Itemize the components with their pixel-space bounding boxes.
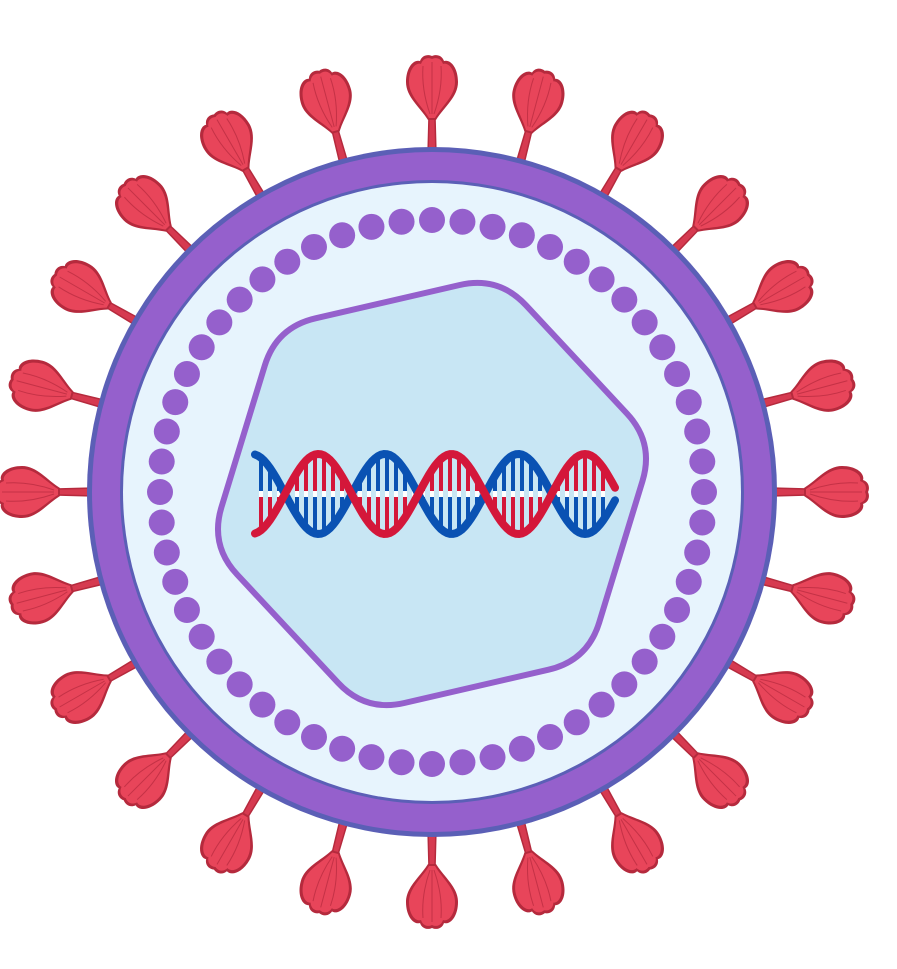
spike-protein-icon <box>406 791 458 929</box>
spike-protein-icon <box>50 636 176 724</box>
matrix-protein-icon <box>479 744 506 771</box>
spike-protein-icon <box>719 359 856 421</box>
matrix-protein-icon <box>173 597 200 624</box>
matrix-protein-icon <box>206 309 233 336</box>
matrix-protein-icon <box>689 448 716 475</box>
matrix-protein-icon <box>153 539 180 566</box>
matrix-protein-icon <box>631 648 658 675</box>
matrix-protein-icon <box>684 539 711 566</box>
matrix-protein-icon <box>675 389 702 416</box>
matrix-protein-icon <box>691 479 717 505</box>
dna-double-helix-icon <box>251 449 619 539</box>
matrix-protein-icon <box>563 709 590 736</box>
matrix-protein-icon <box>631 309 658 336</box>
matrix-protein-icon <box>664 597 691 624</box>
matrix-protein-icon <box>173 360 200 387</box>
matrix-protein-icon <box>508 222 535 249</box>
matrix-protein-icon <box>329 735 356 762</box>
matrix-protein-icon <box>300 233 327 260</box>
matrix-protein-icon <box>664 360 691 387</box>
matrix-protein-icon <box>358 213 385 240</box>
matrix-protein-icon <box>274 248 301 275</box>
matrix-protein-icon <box>649 623 676 650</box>
matrix-protein-icon <box>675 568 702 595</box>
matrix-protein-icon <box>188 334 215 361</box>
matrix-protein-icon <box>358 744 385 771</box>
matrix-protein-icon <box>300 724 327 751</box>
matrix-protein-icon <box>479 213 506 240</box>
matrix-protein-icon <box>188 623 215 650</box>
matrix-protein-icon <box>226 671 253 698</box>
matrix-protein-icon <box>162 568 189 595</box>
matrix-protein-icon <box>419 751 445 777</box>
matrix-protein-icon <box>508 735 535 762</box>
matrix-protein-icon <box>611 671 638 698</box>
matrix-protein-icon <box>206 648 233 675</box>
matrix-protein-icon <box>162 389 189 416</box>
matrix-protein-icon <box>684 418 711 445</box>
matrix-protein-icon <box>153 418 180 445</box>
matrix-protein-icon <box>611 286 638 313</box>
matrix-protein-icon <box>537 233 564 260</box>
matrix-protein-icon <box>689 509 716 536</box>
spike-protein-icon <box>731 466 869 518</box>
matrix-protein-icon <box>148 509 175 536</box>
matrix-protein-icon <box>147 479 173 505</box>
matrix-protein-icon <box>388 749 415 776</box>
matrix-protein-icon <box>588 691 615 718</box>
matrix-protein-icon <box>449 749 476 776</box>
matrix-protein-icon <box>249 691 276 718</box>
matrix-protein-icon <box>226 286 253 313</box>
matrix-protein-icon <box>148 448 175 475</box>
matrix-protein-icon <box>329 222 356 249</box>
matrix-proteins <box>147 207 717 777</box>
matrix-protein-icon <box>563 248 590 275</box>
matrix-protein-icon <box>649 334 676 361</box>
matrix-protein-icon <box>249 266 276 293</box>
matrix-protein-icon <box>274 709 301 736</box>
matrix-protein-icon <box>449 208 476 235</box>
matrix-protein-icon <box>588 266 615 293</box>
matrix-protein-icon <box>537 724 564 751</box>
matrix-protein-icon <box>388 208 415 235</box>
matrix-protein-icon <box>419 207 445 233</box>
